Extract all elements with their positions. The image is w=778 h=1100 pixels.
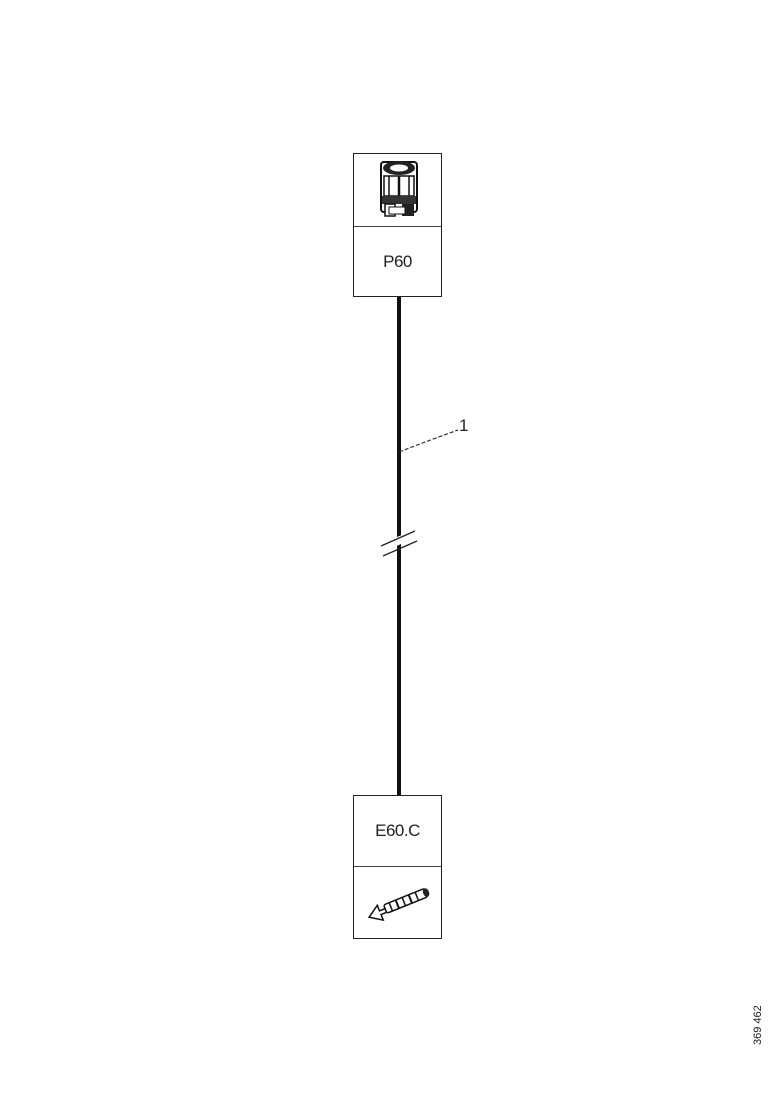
wire-break-symbol xyxy=(378,529,418,557)
connector-e60c: E60.C xyxy=(353,795,442,939)
connector-label: P60 xyxy=(383,251,412,271)
connector-label-cell: E60.C xyxy=(354,796,441,867)
wire-callout-number: 1 xyxy=(459,416,469,435)
reference-number: 369 462 xyxy=(752,1005,764,1045)
connector-label: E60.C xyxy=(375,821,420,840)
terminal-pin-icon xyxy=(367,888,430,922)
connector-p60: P60 xyxy=(353,153,442,297)
terminal-image xyxy=(354,867,441,938)
connector-housing-image xyxy=(354,154,441,227)
connector-housing-icon xyxy=(380,161,418,217)
callout-leader xyxy=(398,429,459,453)
connector-label-cell: P60 xyxy=(354,227,441,296)
